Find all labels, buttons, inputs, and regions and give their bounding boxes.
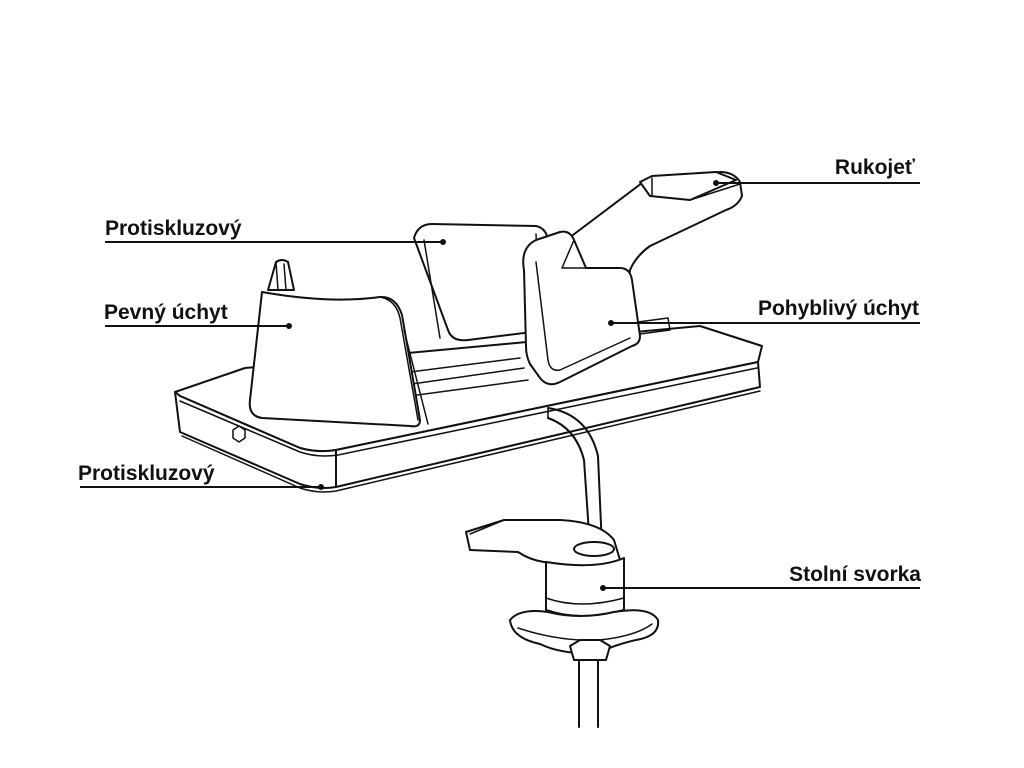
leaders — [80, 180, 920, 591]
dot-handle — [713, 180, 719, 186]
movable-grip — [413, 171, 743, 386]
pole — [578, 659, 599, 728]
dot-table-clamp — [600, 585, 606, 591]
dot-anti-slip-bottom — [318, 484, 324, 490]
clamp-rod — [547, 407, 603, 549]
label-fixed-grip: Pevný úchyt — [104, 301, 228, 324]
label-table-clamp: Stolní svorka — [789, 563, 921, 586]
table-clamp — [465, 519, 660, 661]
label-anti-slip-bottom: Protiskluzový — [78, 462, 215, 485]
dot-fixed-grip — [286, 323, 292, 329]
slide-rail — [409, 357, 529, 397]
fixed-grip — [248, 259, 429, 428]
label-handle: Rukojeť — [835, 156, 916, 179]
dot-anti-slip-top — [440, 239, 446, 245]
label-movable-grip: Pohyblivý úchyt — [758, 297, 919, 320]
labels: Rukojeť Protiskluzový Pevný úchyt Pohybl… — [78, 156, 921, 586]
label-anti-slip-top: Protiskluzový — [105, 217, 242, 240]
dot-movable-grip — [608, 320, 614, 326]
